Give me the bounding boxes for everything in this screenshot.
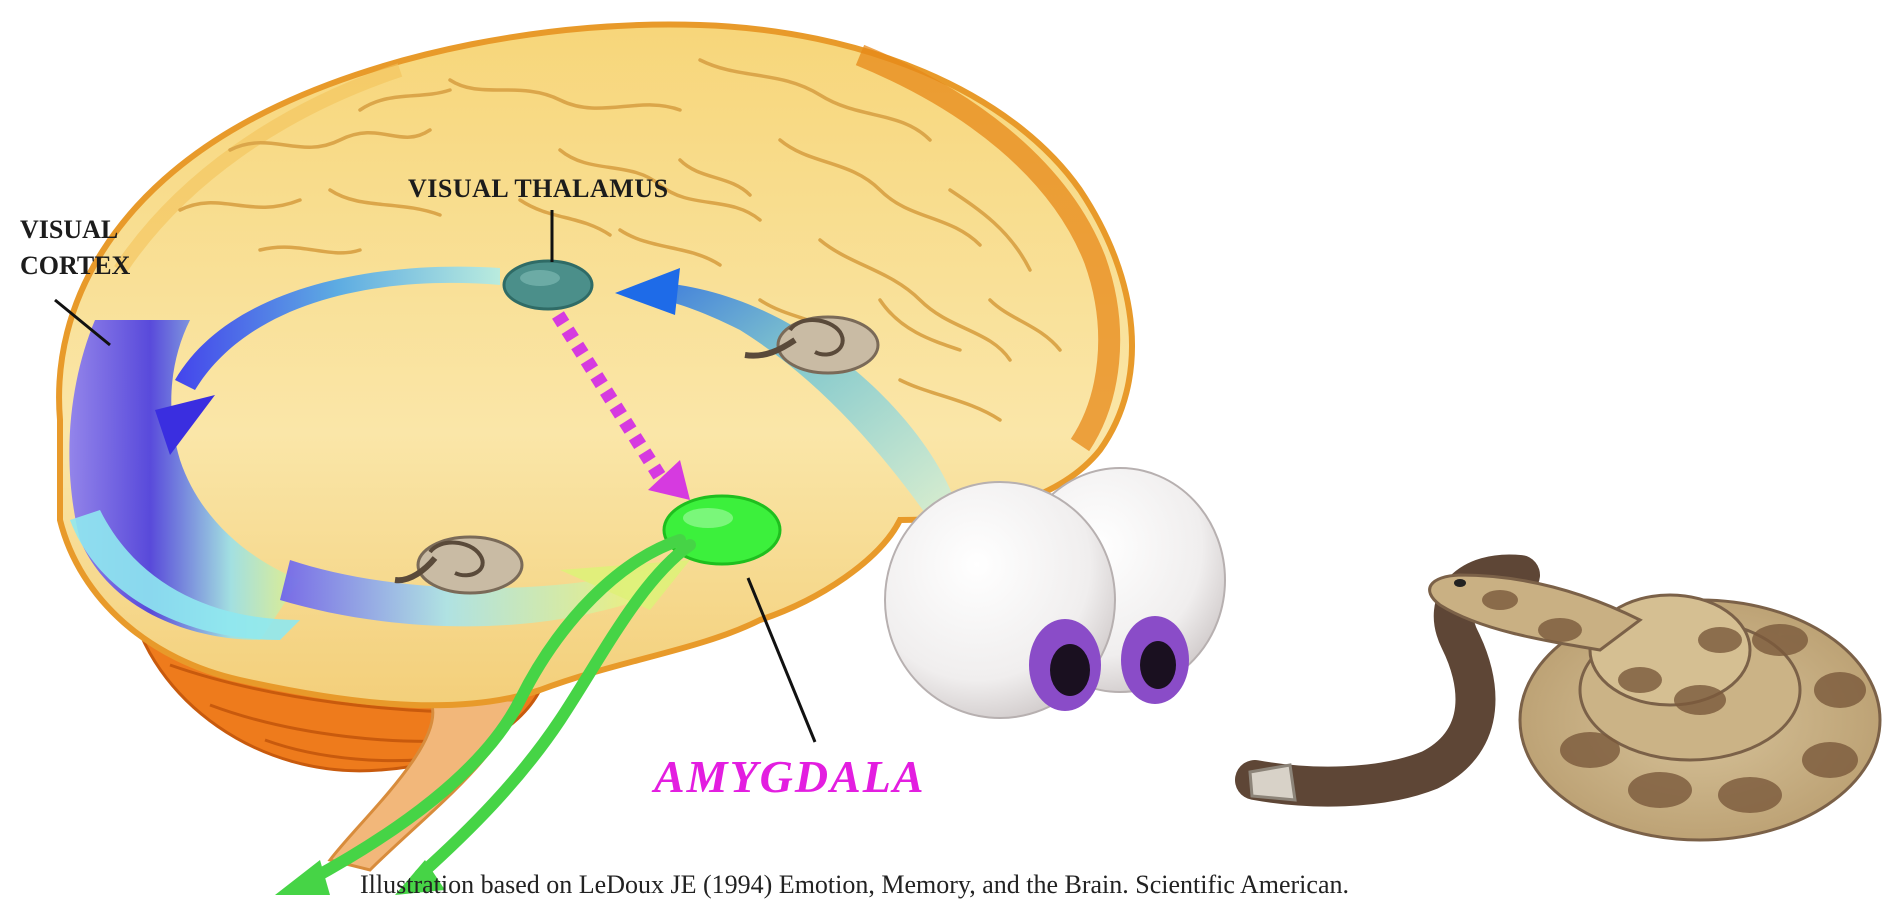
visual-thalamus-node — [504, 261, 592, 309]
visual-cortex-label: VISUAL CORTEX — [20, 212, 130, 284]
eyes — [885, 468, 1225, 718]
figure-caption: Illustration based on LeDoux JE (1994) E… — [360, 870, 1349, 900]
visual-cortex-label-line1: VISUAL — [20, 212, 130, 248]
rattlesnake — [1250, 574, 1880, 840]
visual-cortex-label-line2: CORTEX — [20, 248, 130, 284]
amygdala-label: AMYGDALA — [654, 750, 926, 803]
visual-thalamus-label: VISUAL THALAMUS — [408, 174, 669, 204]
green-arrowhead-left — [275, 860, 330, 895]
